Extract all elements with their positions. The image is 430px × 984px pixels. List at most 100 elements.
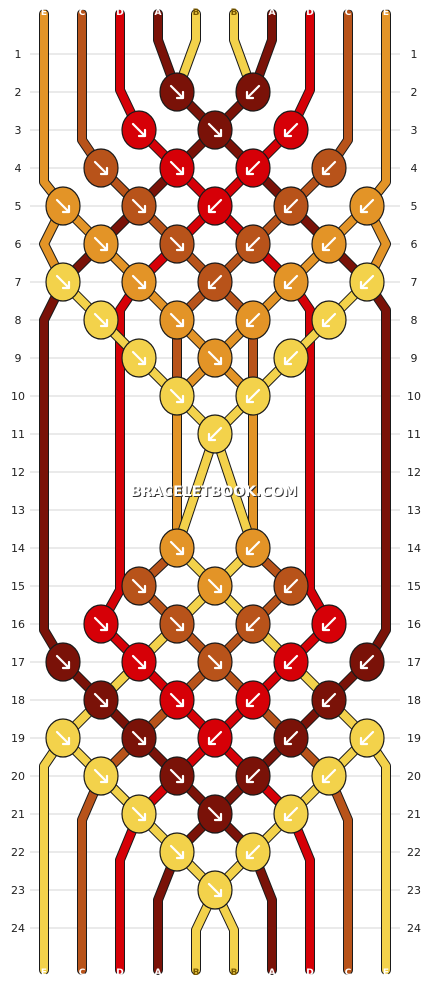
arrow-down-right-icon [93,236,109,252]
knot [159,72,195,112]
watermark-shadow: BRACELETBOOK.COM [132,485,299,501]
knot [197,110,233,150]
arrow-down-right-icon [169,540,185,556]
knot [273,110,309,150]
strand-letter: B [193,8,200,18]
strand-letter: E [41,968,47,978]
knot [197,794,233,834]
arrow-down-left-icon [359,274,375,290]
knot [235,604,271,644]
strand-letter: A [155,8,162,18]
arrow-down-left-icon [321,312,337,328]
arrow-down-left-icon [207,730,223,746]
knot [121,186,157,226]
knot [83,680,119,720]
arrow-down-right-icon [131,274,147,290]
arrow-down-left-icon [207,198,223,214]
knot [121,566,157,606]
arrow-down-left-icon [359,730,375,746]
row-label: 13 [11,504,25,517]
knot [235,832,271,872]
arrow-down-left-icon [283,122,299,138]
arrow-down-right-icon [131,806,147,822]
strand-letter: D [306,968,313,978]
strand-letter: E [41,8,47,18]
knot [159,300,195,340]
arrow-down-left-icon [321,616,337,632]
arrow-down-left-icon [245,844,261,860]
row-label: 1 [15,48,22,61]
row-label: 13 [407,504,421,517]
row-label: 19 [11,732,25,745]
row-label: 19 [407,732,421,745]
strand-letter: D [116,8,123,18]
knot [273,186,309,226]
knot [45,718,81,758]
knot [45,262,81,302]
strand-letter: E [383,968,389,978]
arrow-down-right-icon [93,160,109,176]
knot [159,832,195,872]
strand-letter: C [79,968,86,978]
arrow-down-left-icon [321,692,337,708]
strand [325,10,352,172]
arrow-down-right-icon [131,654,147,670]
arrow-down-left-icon [207,426,223,442]
row-label: 3 [15,124,22,137]
row-label: 6 [15,238,22,251]
arrow-down-left-icon [321,160,337,176]
arrow-down-right-icon [93,312,109,328]
arrow-down-left-icon [245,692,261,708]
knot [349,642,385,682]
knot [235,756,271,796]
arrow-down-right-icon [131,578,147,594]
row-label: 24 [11,922,25,935]
row-label: 24 [407,922,421,935]
knot [273,642,309,682]
arrow-down-right-icon [207,806,223,822]
knot [273,262,309,302]
arrow-down-right-icon [207,122,223,138]
knot [45,186,81,226]
arrow-down-right-icon [55,198,71,214]
strand-letter: A [269,8,276,18]
row-label: 5 [15,200,22,213]
knot [311,300,347,340]
knot [159,224,195,264]
arrow-down-left-icon [283,198,299,214]
row-label: 15 [407,580,421,593]
row-label: 7 [411,276,418,289]
knot [197,566,233,606]
knot [349,186,385,226]
knot [311,224,347,264]
arrow-down-left-icon [245,388,261,404]
arrow-down-left-icon [359,654,375,670]
knot [349,262,385,302]
knot [273,718,309,758]
row-label: 12 [11,466,25,479]
row-label: 10 [11,390,25,403]
knot [311,680,347,720]
arrow-down-left-icon [245,312,261,328]
arrow-down-right-icon [169,312,185,328]
row-label: 16 [11,618,25,631]
row-label: 4 [15,162,22,175]
arrow-down-left-icon [245,616,261,632]
knot [159,680,195,720]
arrow-down-right-icon [55,654,71,670]
knot [235,300,271,340]
arrow-down-left-icon [245,768,261,784]
watermark-group: BRACELETBOOK.COM BRACELETBOOK.COM [131,484,299,501]
row-label: 16 [407,618,421,631]
row-label: 14 [407,542,421,555]
arrow-down-right-icon [131,122,147,138]
arrow-down-right-icon [207,882,223,898]
arrow-down-right-icon [207,578,223,594]
knot [121,642,157,682]
row-label: 10 [407,390,421,403]
row-label: 12 [407,466,421,479]
arrow-down-left-icon [283,806,299,822]
